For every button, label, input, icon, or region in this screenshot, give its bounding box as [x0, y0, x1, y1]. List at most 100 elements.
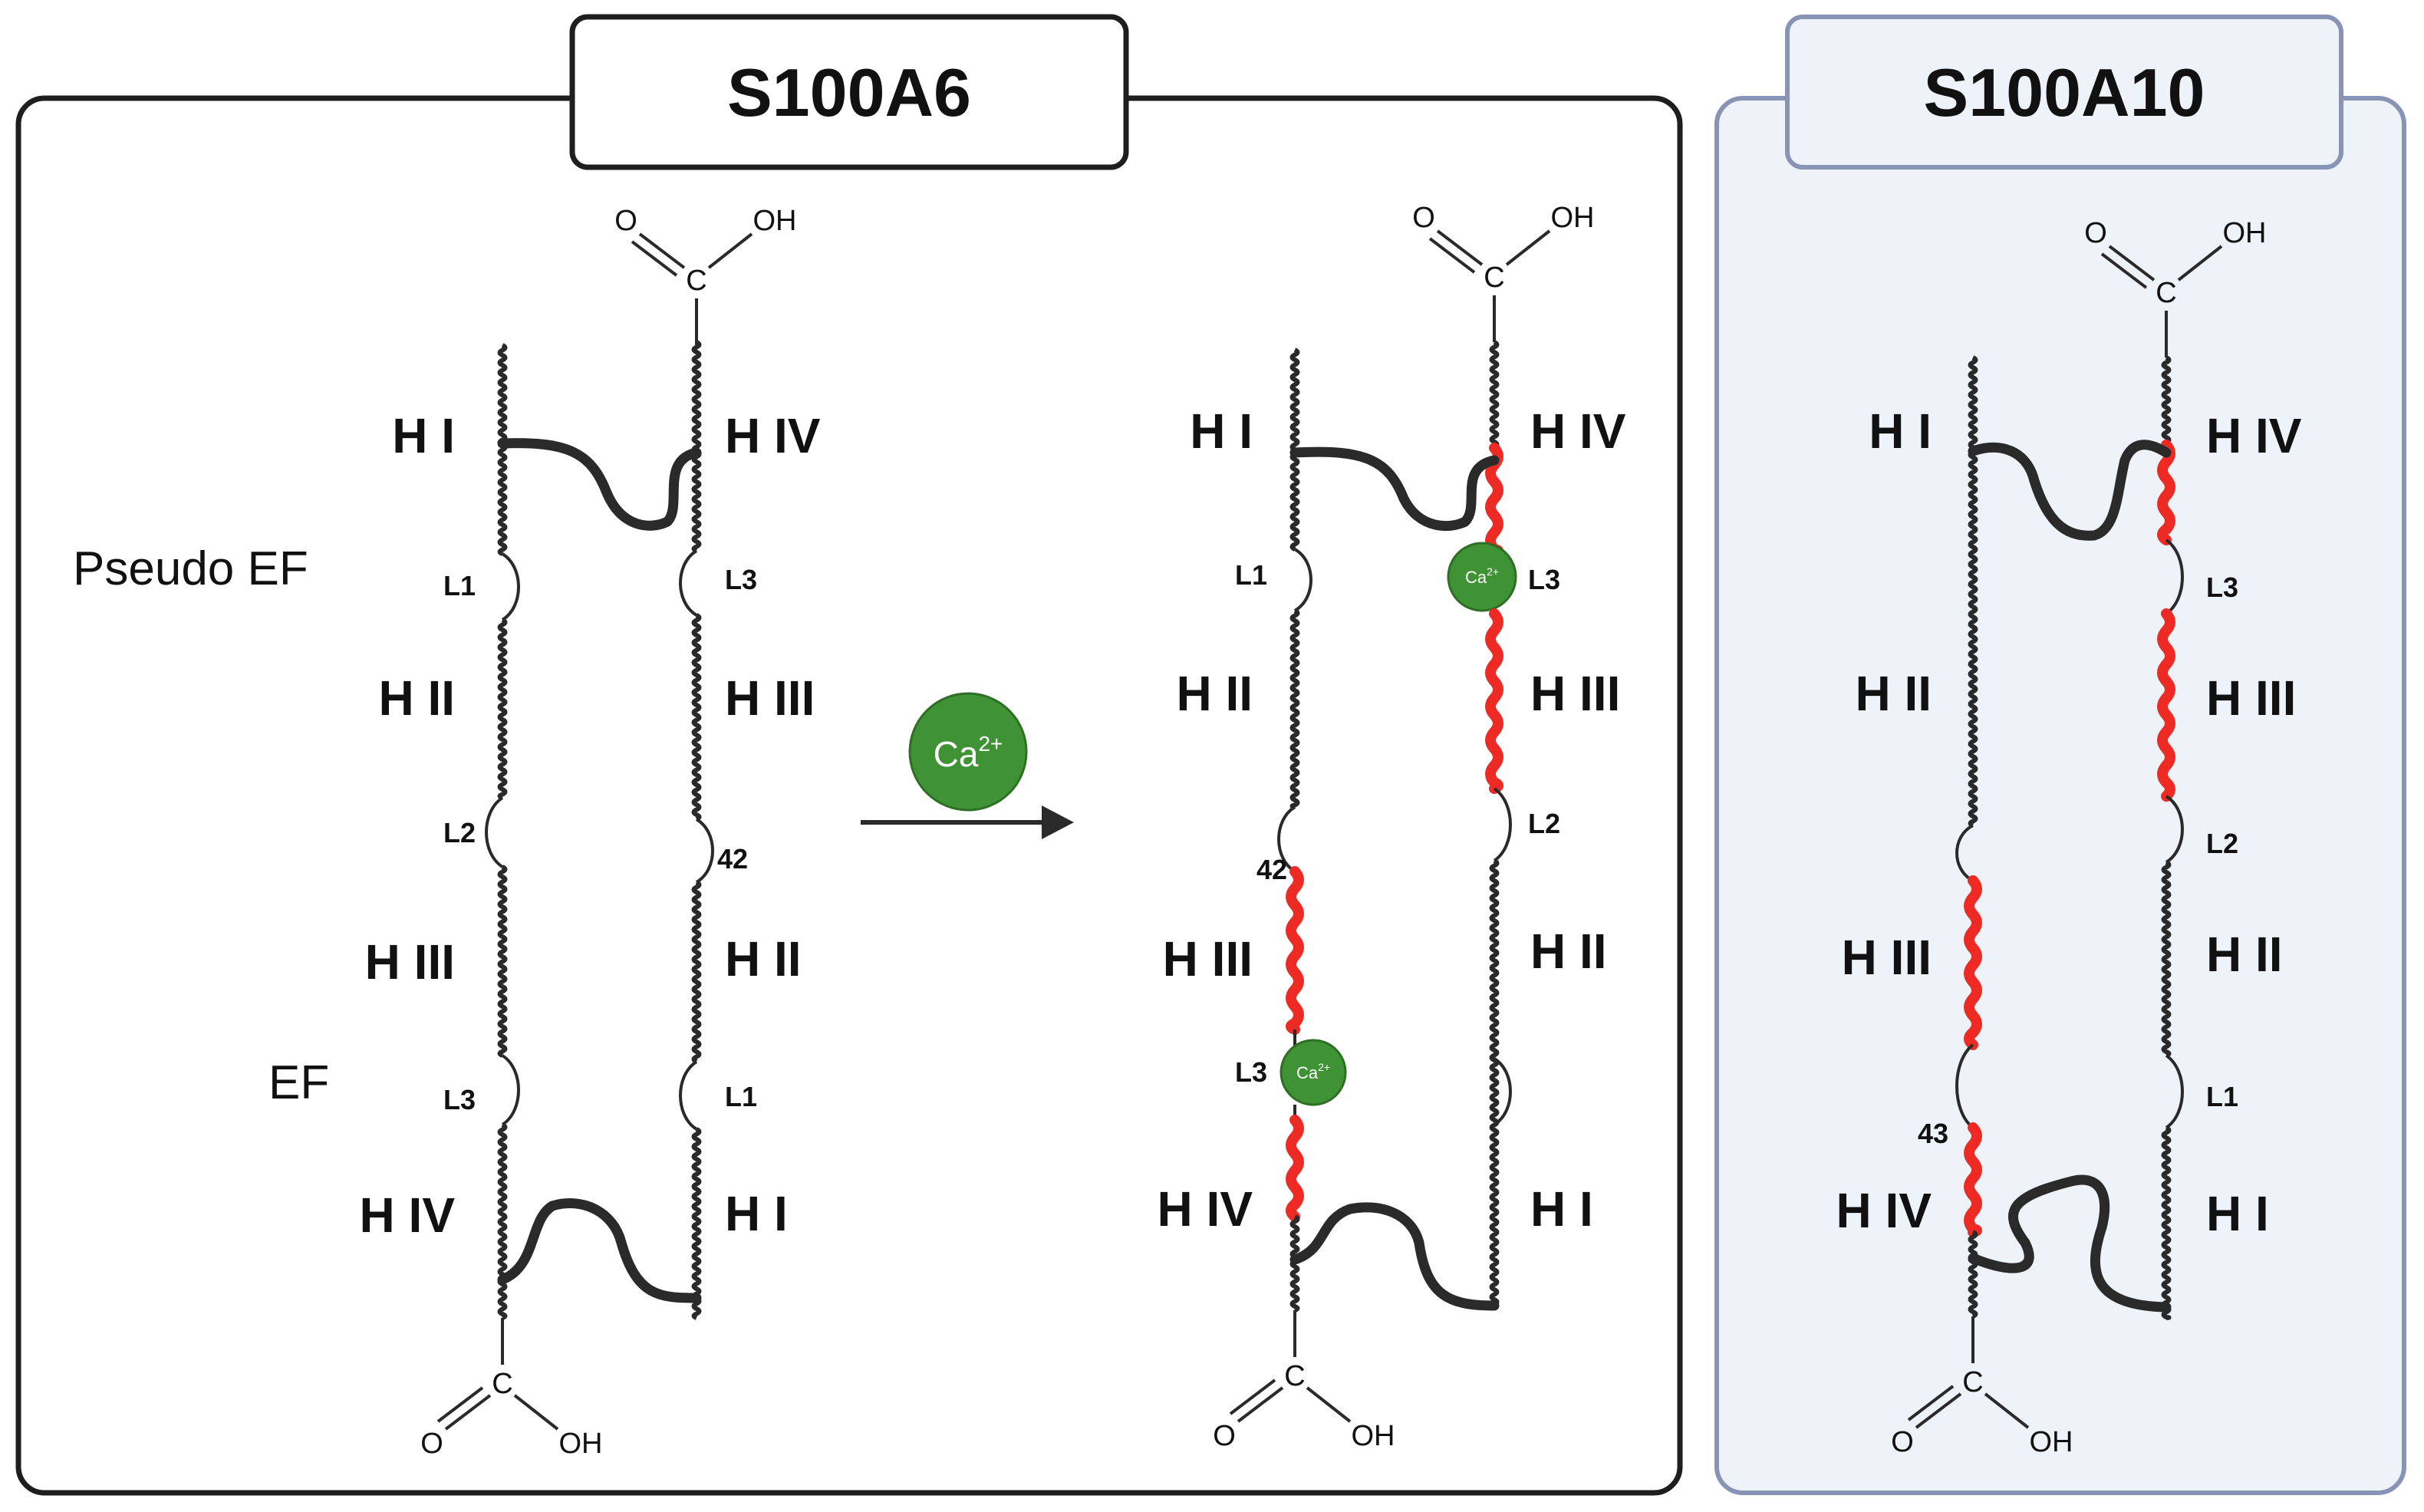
helix-chain-a6-right-h2 [691, 880, 702, 1064]
linker-a6ca-bottom [1289, 1202, 1500, 1311]
helix-chain-a6ca-right-h4 [1489, 340, 1500, 450]
loop-label-a6ca-left-l1: L1 [1235, 559, 1267, 591]
helix-label-a10-right-4: H I [2206, 1186, 2269, 1241]
loop-label-a6-right-l1: L1 [725, 1081, 757, 1112]
loop-a6-left-l3 [501, 1054, 520, 1126]
loop-a10-left-43 [1955, 1043, 1974, 1129]
linker-a10-top [1968, 440, 2172, 541]
helix-label-a6ca-right-4: H I [1530, 1181, 1593, 1237]
binding-arrow [861, 805, 1074, 839]
calcium-ion-a6ca-ef: Ca2+ [1280, 1039, 1347, 1106]
helix-label-a6ca-left-3: H III [1163, 931, 1253, 987]
carboxyl-a6ca-top: C O OH [1412, 202, 1595, 342]
helix-chain-a6ca-left-h4-red [1286, 1115, 1304, 1222]
helix-chain-a6ca-right-h2-h1 [1489, 858, 1500, 1308]
helix-chain-a6ca-left-h4 [1289, 1214, 1300, 1313]
helix-chain-a10-right-h1 [2161, 1125, 2172, 1320]
calcium-ion-a6ca-pseudo-ef: Ca2+ [1447, 542, 1517, 612]
helix-chain-a6-left-h1 [497, 343, 508, 556]
loop-a6-right-l3 [679, 549, 698, 617]
helix-label-a10-right-2: H III [2206, 670, 2296, 726]
linker-a6-bottom [497, 1198, 702, 1303]
panel-s100a10 [1714, 96, 2406, 1495]
svg-text:Ca2+: Ca2+ [934, 732, 1003, 774]
helix-label-a10-right-3: H II [2206, 927, 2283, 982]
loop-a6-right-l1 [679, 1060, 698, 1131]
pseudo-ef-label: Pseudo EF [73, 542, 308, 595]
helix-label-a6-right-1: H IV [725, 408, 821, 463]
helix-label-a6-left-1: H I [392, 408, 455, 463]
hydroxyl-group: OH [1551, 202, 1595, 234]
helix-label-a10-left-1: H I [1869, 404, 1932, 459]
loop-a10-right-l1 [2165, 1054, 2184, 1129]
oxygen-atom: O [614, 205, 637, 237]
helix-chain-a6-left-h2 [497, 618, 508, 800]
helix-label-a6-right-4: H I [725, 1186, 788, 1241]
loop-a6ca-left-l2 [1277, 805, 1296, 873]
helix-label-a6-right-3: H II [725, 931, 802, 987]
oxygen-atom: O [420, 1428, 443, 1460]
calcium-ion-free: Ca2+ [908, 692, 1028, 812]
loop-label-a6ca-right-l3: L3 [1528, 564, 1560, 595]
hydroxyl-group: OH [753, 205, 797, 237]
helix-label-a6ca-left-2: H II [1176, 666, 1253, 721]
helix-label-a6ca-right-2: H III [1530, 666, 1620, 721]
linker-a10-bottom [1968, 1174, 2172, 1313]
residue-label-a6ca-42: 42 [1256, 854, 1287, 885]
carbon-atom: C [686, 265, 706, 297]
loop-label-a6ca-left-l3: L3 [1235, 1056, 1267, 1088]
helix-label-a6-right-2: H III [725, 670, 815, 726]
helix-label-a10-left-4: H IV [1836, 1183, 1932, 1238]
carbon-atom: C [1284, 1360, 1305, 1392]
helix-label-a6ca-left-1: H I [1190, 404, 1253, 459]
helix-chain-a6-left-h3 [497, 865, 508, 1058]
panel-title-s100a6: S100A6 [727, 54, 971, 130]
helix-chain-a6-left-h4 [497, 1122, 508, 1320]
hydroxyl-group: OH [2030, 1426, 2073, 1458]
loop-label-a6ca-right-l2: L2 [1528, 808, 1560, 839]
hydroxyl-group: OH [1352, 1420, 1395, 1452]
loop-a10-right-l3 [2165, 539, 2184, 615]
molecule-drawing: C O OH C O OH H I H II H III H IV H IV H III H II H I… [360, 202, 2302, 1460]
carboxyl-a6ca-bottom: C O OH [1213, 1310, 1395, 1452]
helix-chain-a10-right-h3-red [2157, 608, 2175, 802]
carbon-atom: C [1484, 262, 1504, 294]
helix-label-a6-left-3: H III [365, 934, 455, 990]
loop-label-a6-left-l3: L3 [443, 1084, 476, 1115]
helix-chain-a10-right-h4-red [2157, 440, 2175, 545]
loop-a6-left-l1 [501, 552, 520, 621]
helix-label-a6-left-4: H IV [360, 1188, 456, 1243]
helix-label-a6-left-2: H II [378, 670, 455, 726]
helix-chain-a6-right-h4 [691, 340, 702, 553]
loop-a6-left-l2 [485, 796, 504, 868]
svg-text:Ca2+: Ca2+ [1465, 565, 1499, 587]
helix-chain-a10-left-h3-red [1964, 875, 1982, 1050]
linker-a6ca-top [1289, 446, 1500, 531]
ef-label: EF [268, 1056, 329, 1109]
title-box-s100a6: S100A6 [569, 14, 1129, 170]
carbon-atom: C [1962, 1366, 1983, 1398]
loop-label-a6-right-l3: L3 [725, 564, 757, 595]
helix-label-a10-left-3: H III [1842, 930, 1932, 985]
residue-label-a10-43: 43 [1918, 1118, 1948, 1149]
loop-label-a6-left-l2: L2 [443, 817, 476, 848]
carbon-atom: C [2156, 277, 2176, 309]
helix-chain-a6ca-left-h2 [1289, 608, 1300, 809]
residue-label-a6-42: 42 [717, 843, 748, 875]
helix-label-a6ca-left-4: H IV [1158, 1181, 1253, 1237]
helix-chain-a10-left-h1-h2 [1968, 355, 1978, 828]
helix-chain-a6ca-left-h3-red [1286, 866, 1304, 1035]
oxygen-atom: O [1412, 202, 1435, 234]
helix-chain-a10-left-h4 [1968, 1230, 1978, 1319]
loop-a10-left [1955, 824, 1974, 882]
helix-chain-a10-right-h2 [2161, 860, 2172, 1058]
title-box-s100a10: S100A10 [1785, 15, 2343, 170]
panel-title-s100a10: S100A10 [1924, 54, 2205, 130]
helix-chain-a10-right-h4 [2161, 355, 2172, 447]
oxygen-atom: O [1213, 1420, 1236, 1452]
loop-label-a6-left-l1: L1 [443, 570, 476, 601]
helix-label-a6ca-right-3: H II [1530, 924, 1607, 979]
